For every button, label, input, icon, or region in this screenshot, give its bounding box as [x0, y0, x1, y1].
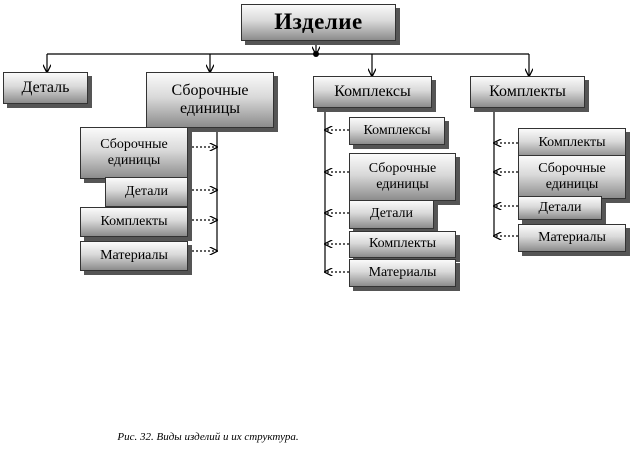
- assembly-child-details: Детали: [105, 177, 188, 207]
- complexes-child-label: Комплекты: [368, 236, 437, 252]
- root-label: Изделие: [274, 9, 363, 35]
- assembly-child-label: Материалы: [100, 247, 168, 263]
- kits-child-kits: Комплекты: [518, 128, 626, 158]
- junction-dot: [313, 51, 319, 57]
- node-complexes: Комплексы: [313, 76, 432, 108]
- complexes-child-label: Комплексы: [363, 122, 431, 138]
- node-detail: Деталь: [3, 72, 88, 104]
- figure-caption: Рис. 32. Виды изделий и их структура.: [117, 431, 299, 443]
- assembly-child-label: Комплекты: [100, 213, 168, 229]
- complexes-child-label: Материалы: [368, 264, 437, 280]
- assembly-child-materials: Материалы: [80, 241, 188, 271]
- kits-child-materials: Материалы: [518, 224, 626, 252]
- root-node: Изделие: [241, 4, 396, 41]
- assembly-child-label: Сборочные единицы: [100, 136, 168, 168]
- complexes-child-label: Детали: [369, 206, 414, 222]
- complexes-child-assembly-units: Сборочные единицы: [349, 153, 456, 201]
- node-assembly-units-label: Сборочные единицы: [171, 81, 249, 117]
- complexes-child-label: Сборочные единицы: [368, 160, 437, 192]
- node-assembly-units: Сборочные единицы: [146, 72, 274, 128]
- assembly-child-label: Детали: [124, 183, 169, 199]
- node-kits: Комплекты: [470, 76, 585, 108]
- complexes-child-materials: Материалы: [349, 259, 456, 287]
- kits-child-assembly-units: Сборочные единицы: [518, 155, 626, 199]
- complexes-child-details: Детали: [349, 200, 434, 229]
- complexes-child-kits: Комплекты: [349, 231, 456, 258]
- node-complexes-label: Комплексы: [334, 82, 411, 100]
- assembly-child-assembly-units: Сборочные единицы: [80, 127, 188, 179]
- node-detail-label: Деталь: [21, 78, 70, 96]
- kits-child-label: Сборочные единицы: [538, 160, 606, 192]
- complexes-child-complexes: Комплексы: [349, 117, 445, 145]
- kits-child-label: Комплекты: [538, 134, 606, 150]
- kits-child-label: Материалы: [538, 229, 606, 245]
- assembly-child-kits: Комплекты: [80, 207, 188, 237]
- node-kits-label: Комплекты: [489, 82, 566, 100]
- kits-child-details: Детали: [518, 196, 602, 220]
- kits-child-label: Детали: [538, 199, 582, 215]
